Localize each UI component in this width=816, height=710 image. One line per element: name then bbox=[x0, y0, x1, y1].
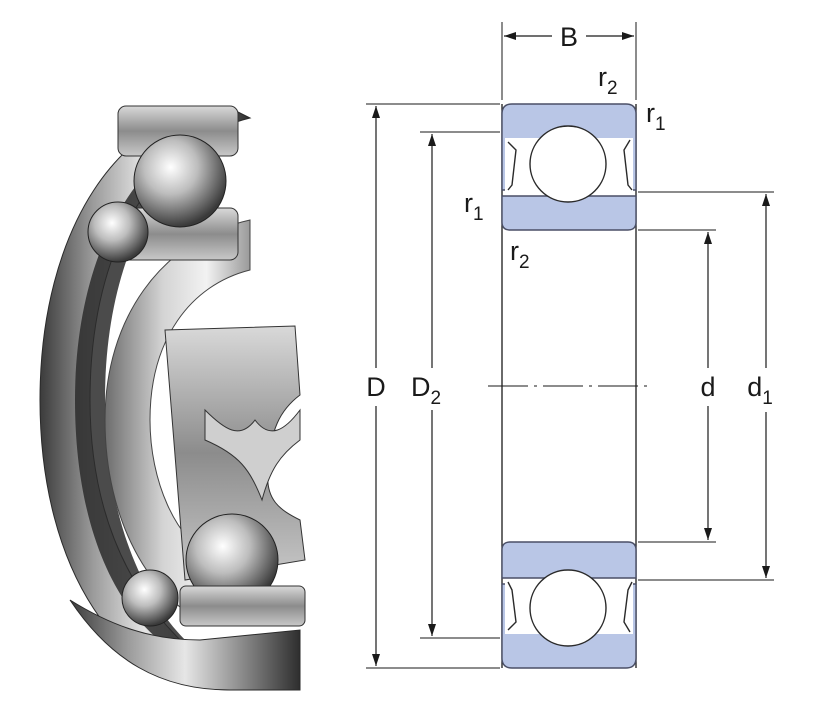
label-b: B bbox=[560, 22, 578, 52]
bottom-seal bbox=[507, 581, 517, 631]
label-r1-side: r1 bbox=[464, 188, 484, 225]
top-ball-section bbox=[529, 125, 607, 203]
technical-drawing: B D D2 d d1 bbox=[366, 22, 774, 669]
bottom-ball-section bbox=[529, 569, 607, 647]
label-d1: d1 bbox=[747, 372, 773, 409]
outer-ring-bottom bbox=[69, 599, 301, 691]
d-bore-arrow-top bbox=[704, 232, 712, 244]
label-d2: D2 bbox=[411, 372, 441, 409]
b-arrow-left bbox=[504, 32, 516, 40]
top-seal bbox=[507, 141, 517, 191]
label-r2-side: r2 bbox=[510, 236, 530, 273]
d-arrow-bottom bbox=[372, 654, 380, 666]
top-ball bbox=[133, 134, 227, 228]
label-d-outer: D bbox=[366, 372, 386, 402]
label-r1-top: r1 bbox=[646, 98, 666, 135]
bearing-illustration bbox=[39, 105, 306, 691]
top-seal-right bbox=[623, 139, 633, 191]
bottom-section-outer bbox=[179, 585, 306, 627]
bottom-inner-ring bbox=[501, 541, 637, 579]
d1-arrow-bottom bbox=[762, 566, 770, 578]
b-arrow-right bbox=[622, 32, 634, 40]
bottom-seal-right bbox=[623, 581, 633, 633]
side-ball bbox=[87, 201, 149, 263]
label-d-bore: d bbox=[700, 372, 715, 402]
label-r2-top: r2 bbox=[598, 62, 618, 99]
d-bore-arrow-bottom bbox=[704, 528, 712, 540]
top-inner-ring bbox=[501, 195, 637, 231]
d2-arrow-bottom bbox=[428, 624, 436, 636]
d2-arrow-top bbox=[428, 134, 436, 146]
cage-web bbox=[204, 408, 301, 502]
d1-arrow-top bbox=[762, 194, 770, 206]
bottom-left-ball bbox=[121, 569, 179, 627]
d-arrow-top bbox=[372, 106, 380, 118]
